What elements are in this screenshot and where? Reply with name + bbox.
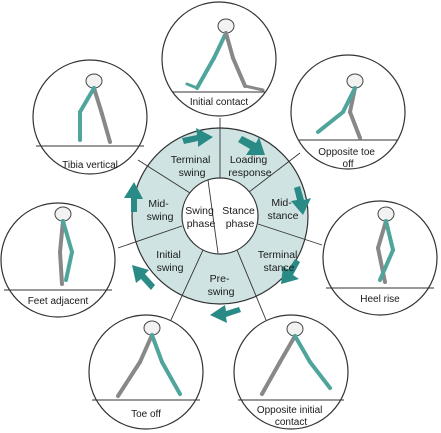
spoke-toe-off: [169, 249, 204, 323]
spoke-tibia-vertical: [137, 159, 191, 194]
segment-pre-swing: Pre- swing: [208, 273, 235, 298]
skeleton-icon: [316, 73, 364, 140]
skeleton-icon: [376, 206, 395, 284]
center-stance-phase: Stance phase: [222, 205, 258, 230]
label-toe-off: Toe off: [131, 409, 161, 420]
flow-arrow-icon: [210, 305, 241, 323]
skeleton-icon: [78, 73, 112, 144]
flow-arrow-icon: [281, 259, 300, 284]
skeleton-icon: [54, 206, 74, 286]
position-opposite-initial-contact: Opposite initial contact: [233, 314, 349, 430]
segment-initial-swing: Initial swing: [156, 249, 183, 274]
flow-arrows: [124, 128, 311, 323]
segment-terminal-swing: Terminal swing: [171, 154, 214, 179]
flow-arrow-icon: [124, 182, 143, 212]
label-feet-adjacent: Feet adjacent: [28, 296, 89, 307]
position-opposite-toe-off: Opposite toe off: [290, 54, 406, 170]
center-divider: [207, 179, 219, 254]
flow-arrow-icon: [238, 136, 265, 155]
center-swing-phase: Swing phase: [185, 205, 217, 230]
position-initial-contact: Initial contact: [161, 1, 277, 117]
position-tibia-vertical: Tibia vertical: [32, 59, 148, 175]
position-heel-rise: Heel rise: [322, 200, 438, 316]
position-toe-off: Toe off: [88, 314, 204, 430]
flow-arrow-icon: [132, 265, 155, 290]
position-feet-adjacent: Feet adjacent: [0, 202, 116, 318]
segment-labels: Loading response Mid- stance Terminal st…: [147, 154, 301, 298]
label-opposite-initial-contact: Opposite initial contact: [257, 405, 325, 428]
skeleton-icon: [116, 320, 182, 398]
skeleton-icon: [185, 18, 265, 92]
label-initial-contact: Initial contact: [190, 97, 249, 108]
label-tibia-vertical: Tibia vertical: [62, 160, 118, 171]
spoke-heel-rise: [257, 223, 323, 246]
spoke-opposite-initial-contact: [236, 249, 267, 321]
segment-terminal-stance: Terminal stance: [258, 249, 301, 274]
wheel-center: [181, 177, 259, 255]
skeleton-icon: [260, 321, 332, 396]
segment-loading-response: Loading response: [228, 154, 271, 179]
label-heel-rise: Heel rise: [360, 294, 400, 305]
spoke-feet-adjacent: [117, 225, 183, 249]
flow-arrow-icon: [182, 128, 213, 147]
flow-arrow-icon: [291, 186, 311, 215]
spoke-opposite-toe-off: [248, 152, 301, 193]
segment-mid-swing: Mid- swing: [147, 198, 174, 223]
segment-mid-stance: Mid- stance: [268, 197, 299, 222]
label-opposite-toe-off: Opposite toe off: [318, 147, 378, 170]
gait-wheel: [117, 118, 323, 323]
